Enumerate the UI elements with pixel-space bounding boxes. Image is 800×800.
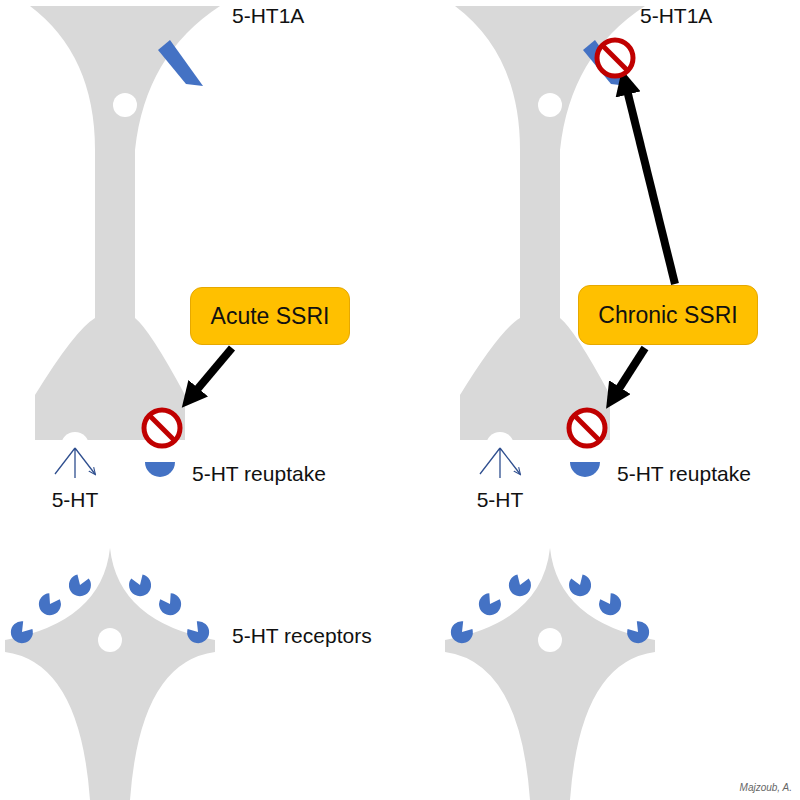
transporter-label: 5-HT reuptake [192, 462, 326, 486]
postsynaptic-neuron [5, 548, 215, 800]
receptor [596, 591, 625, 620]
credit: Majzoub, A. [740, 782, 792, 793]
drug-label: Acute SSRI [211, 303, 330, 330]
receptor-label: 5-HT1A [640, 4, 712, 28]
receptor [624, 618, 654, 648]
receptor-label: 5-HT1A [232, 4, 304, 28]
receptor [35, 591, 64, 620]
receptor [156, 591, 185, 620]
drug-label: Chronic SSRI [598, 302, 737, 329]
receptor [184, 618, 214, 648]
transmitter-label: 5-HT [477, 488, 524, 512]
receptor [475, 591, 504, 620]
transmitter-label: 5-HT [52, 488, 99, 512]
receptor [127, 573, 155, 600]
receptor [506, 573, 534, 600]
action-arrow [613, 348, 645, 398]
receptor [6, 618, 36, 648]
receptor [567, 573, 595, 600]
postsynaptic-neuron [445, 548, 655, 800]
presynaptic-neuron [30, 6, 220, 478]
right-panel [445, 6, 675, 800]
presynaptic-neuron [455, 6, 645, 478]
receptor [66, 573, 94, 600]
left-panel [5, 6, 232, 800]
drug-box: Chronic SSRI [578, 285, 758, 345]
inhibition-symbol [597, 40, 633, 76]
action-arrow [625, 82, 675, 284]
inhibition-symbol [144, 410, 180, 446]
inhibition-symbol [569, 410, 605, 446]
transporter-label: 5-HT reuptake [617, 462, 751, 486]
action-arrow [190, 348, 232, 398]
receptor-label: 5-HT receptors [232, 624, 372, 648]
drug-box: Acute SSRI [190, 287, 350, 345]
receptor [446, 618, 476, 648]
